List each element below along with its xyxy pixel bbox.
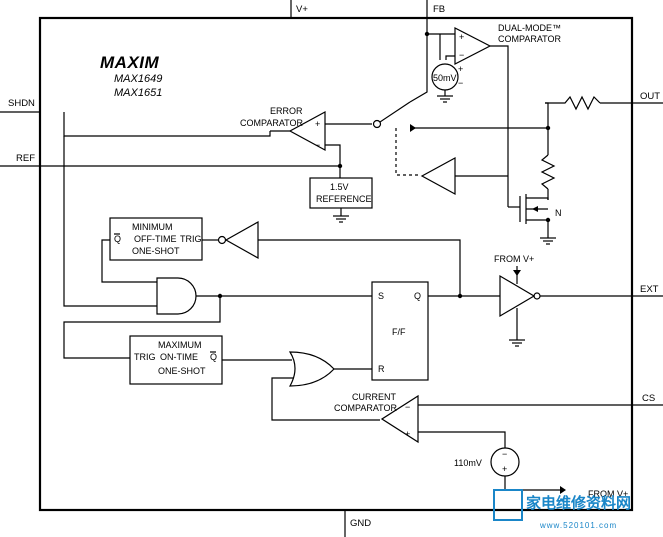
dual-mode-plus: + [459,32,464,42]
min-off-title-2: OFF-TIME [134,234,177,244]
dual-mode-title-2: COMPARATOR [498,34,562,44]
pin-ref: REF [0,153,40,167]
from-vplus-2: FROM V+ [588,489,628,499]
reference-title-2: REFERENCE [316,194,372,204]
source-50mv-label: 50mV [433,73,457,83]
min-off-title-3: ONE-SHOT [132,246,180,256]
error-minus: − [315,140,320,150]
current-title-2: COMPARATOR [334,403,398,413]
source-110mv-label: 110mV [454,458,482,468]
pin-ext-label: EXT [640,284,659,295]
part-number-2: MAX1651 [114,87,162,99]
source-110mv-plus: + [502,464,507,474]
ext-driver: FROM V+ [494,254,541,347]
mosfet-n-label: N [555,208,562,218]
max-on-trig: TRIG [134,352,156,362]
pin-gnd-label: GND [350,518,371,529]
pin-ext: EXT [540,284,663,297]
watermark: 家电维修资料网 www.520101.com [493,489,631,530]
min-off-title-1: MINIMUM [132,222,173,232]
pin-shdn-label: SHDN [8,98,35,109]
source-110mv: − + 110mV FROM V+ [454,447,628,499]
source-50mv-minus: − [458,78,463,88]
flip-flop: S Q F/F R [371,281,429,381]
current-plus: + [405,429,410,439]
pin-fb-label: FB [433,4,445,15]
pin-out: OUT [600,91,663,104]
current-title-1: CURRENT [352,392,397,402]
or-gate [288,351,335,387]
watermark-text: 家电维修资料网 [526,494,631,512]
and-gate [156,277,197,315]
max-on-time-oneshot: MAXIMUM TRIG ON-TIME Q ONE-SHOT [129,335,223,385]
ff-r: R [378,364,385,374]
dual-mode-title-1: DUAL-MODE™ [498,23,561,33]
pin-cs: CS [410,393,663,406]
current-comparator: − + CURRENT COMPARATOR [334,392,419,444]
pin-ref-label: REF [16,153,35,164]
pin-gnd: GND [344,510,371,537]
max-on-title-2: ON-TIME [160,352,198,362]
min-off-trig: TRIG [180,234,202,244]
max-on-q: Q [210,352,217,362]
min-off-time-oneshot: MINIMUM Q OFF-TIME TRIG ONE-SHOT [109,217,203,261]
watermark-url: www.520101.com [539,521,617,530]
part-number-1: MAX1649 [114,73,162,85]
ff-q: Q [414,291,421,301]
pin-vplus-label: V+ [296,4,308,15]
mosfet-n: N [508,194,562,245]
ff-label: F/F [392,327,406,337]
dual-mode-minus: − [459,50,464,60]
dual-mode-comparator: + − DUAL-MODE™ COMPARATOR [454,23,562,65]
pin-cs-label: CS [642,393,655,404]
maxim-logo: MAXIM [100,53,160,72]
error-comparator: + − ERROR COMPARATOR [240,106,326,152]
source-50mv: 50mV + − [431,63,463,103]
chip-outline [38,16,634,512]
pin-out-label: OUT [640,91,660,102]
reference-1p5v: 1.5V REFERENCE [309,177,373,223]
ff-s: S [378,291,384,301]
current-minus: − [405,402,410,412]
pin-vplus: V+ [290,0,308,18]
min-off-q: Q [114,234,121,244]
max-on-title-1: MAXIMUM [158,340,202,350]
pin-shdn: SHDN [0,98,40,113]
source-50mv-plus: + [458,64,463,74]
error-title-2: COMPARATOR [240,118,304,128]
error-plus: + [315,119,320,129]
pin-fb: FB [426,0,445,34]
reference-title-1: 1.5V [330,182,349,192]
error-title-1: ERROR [270,106,303,116]
max-on-title-3: ONE-SHOT [158,366,206,376]
source-110mv-minus: − [502,449,507,459]
from-vplus-1: FROM V+ [494,254,534,264]
